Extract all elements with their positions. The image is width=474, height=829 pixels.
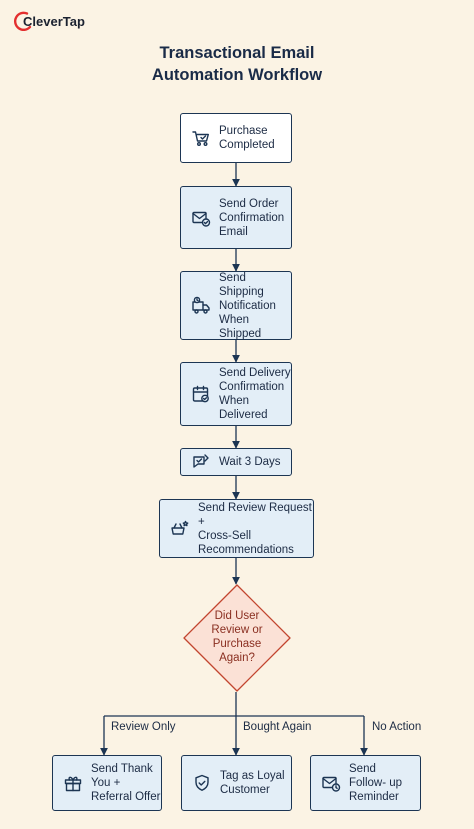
branch-label-review-only: Review Only xyxy=(111,721,176,733)
step-order-confirmation-label: Send Order Confirmation Email xyxy=(219,197,285,238)
step-purchase-completed-label: Purchase Completed xyxy=(219,125,275,151)
diagram-title: Transactional Email Automation Workflow xyxy=(0,42,474,86)
review-cart-icon xyxy=(170,519,190,539)
email-check-icon xyxy=(191,208,211,228)
branch-label-bought-again: Bought Again xyxy=(243,721,312,733)
truck-icon xyxy=(191,296,211,316)
outcome-tag-loyal: Tag as Loyal Customer xyxy=(181,755,292,811)
clevertap-logo-mark xyxy=(13,11,32,32)
step-review-request-label: Send Review Request + Cross-Sell Recomme… xyxy=(198,501,312,556)
decision-diamond-shape xyxy=(183,584,291,692)
branch-label-no-action: No Action xyxy=(372,721,422,733)
step-shipping-notification: Send Shipping Notification When Shipped xyxy=(180,271,292,340)
decision-node: Did User Review or Purchase Again? xyxy=(183,584,291,692)
step-wait: Wait 3 Days xyxy=(180,448,292,476)
shield-check-icon xyxy=(192,773,212,793)
decision-label: Did User Review or Purchase Again? xyxy=(211,610,263,664)
step-order-confirmation: Send Order Confirmation Email xyxy=(180,186,292,249)
outcome-thank-you-referral: Send Thank You + Referral Offer xyxy=(52,755,162,811)
email-clock-icon xyxy=(321,773,341,793)
cart-icon xyxy=(191,128,211,148)
step-review-request: Send Review Request + Cross-Sell Recomme… xyxy=(159,499,314,558)
outcome-follow-up-reminder-label: Send Follow- up Reminder xyxy=(349,763,403,803)
gift-icon xyxy=(63,773,83,793)
calendar-check-icon xyxy=(191,384,211,404)
step-purchase-completed: Purchase Completed xyxy=(180,113,292,163)
diagram-title-line-2: Automation Workflow xyxy=(151,66,323,84)
wait-check-icon xyxy=(191,452,211,472)
outcome-follow-up-reminder: Send Follow- up Reminder xyxy=(310,755,421,811)
step-delivery-confirmation: Send Delivery Confirmation When Delivere… xyxy=(180,362,292,426)
outcome-tag-loyal-label: Tag as Loyal Customer xyxy=(220,770,285,796)
brand-name: CleverTap xyxy=(23,14,85,29)
step-shipping-notification-label: Send Shipping Notification When Shipped xyxy=(219,271,276,340)
step-wait-label: Wait 3 Days xyxy=(219,456,281,468)
outcome-thank-you-referral-label: Send Thank You + Referral Offer xyxy=(91,763,161,803)
step-delivery-confirmation-label: Send Delivery Confirmation When Delivere… xyxy=(219,367,291,421)
diagram-title-line-1: Transactional Email xyxy=(159,44,315,62)
